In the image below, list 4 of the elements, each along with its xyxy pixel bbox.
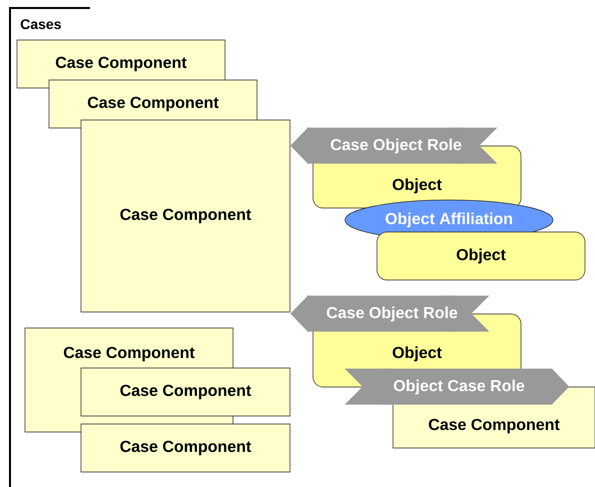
case-component-box: Case Component [80, 424, 290, 472]
diagram-title: Cases [20, 19, 61, 30]
case-component-box: Case Component [80, 368, 290, 416]
object-box: Object [376, 232, 586, 280]
